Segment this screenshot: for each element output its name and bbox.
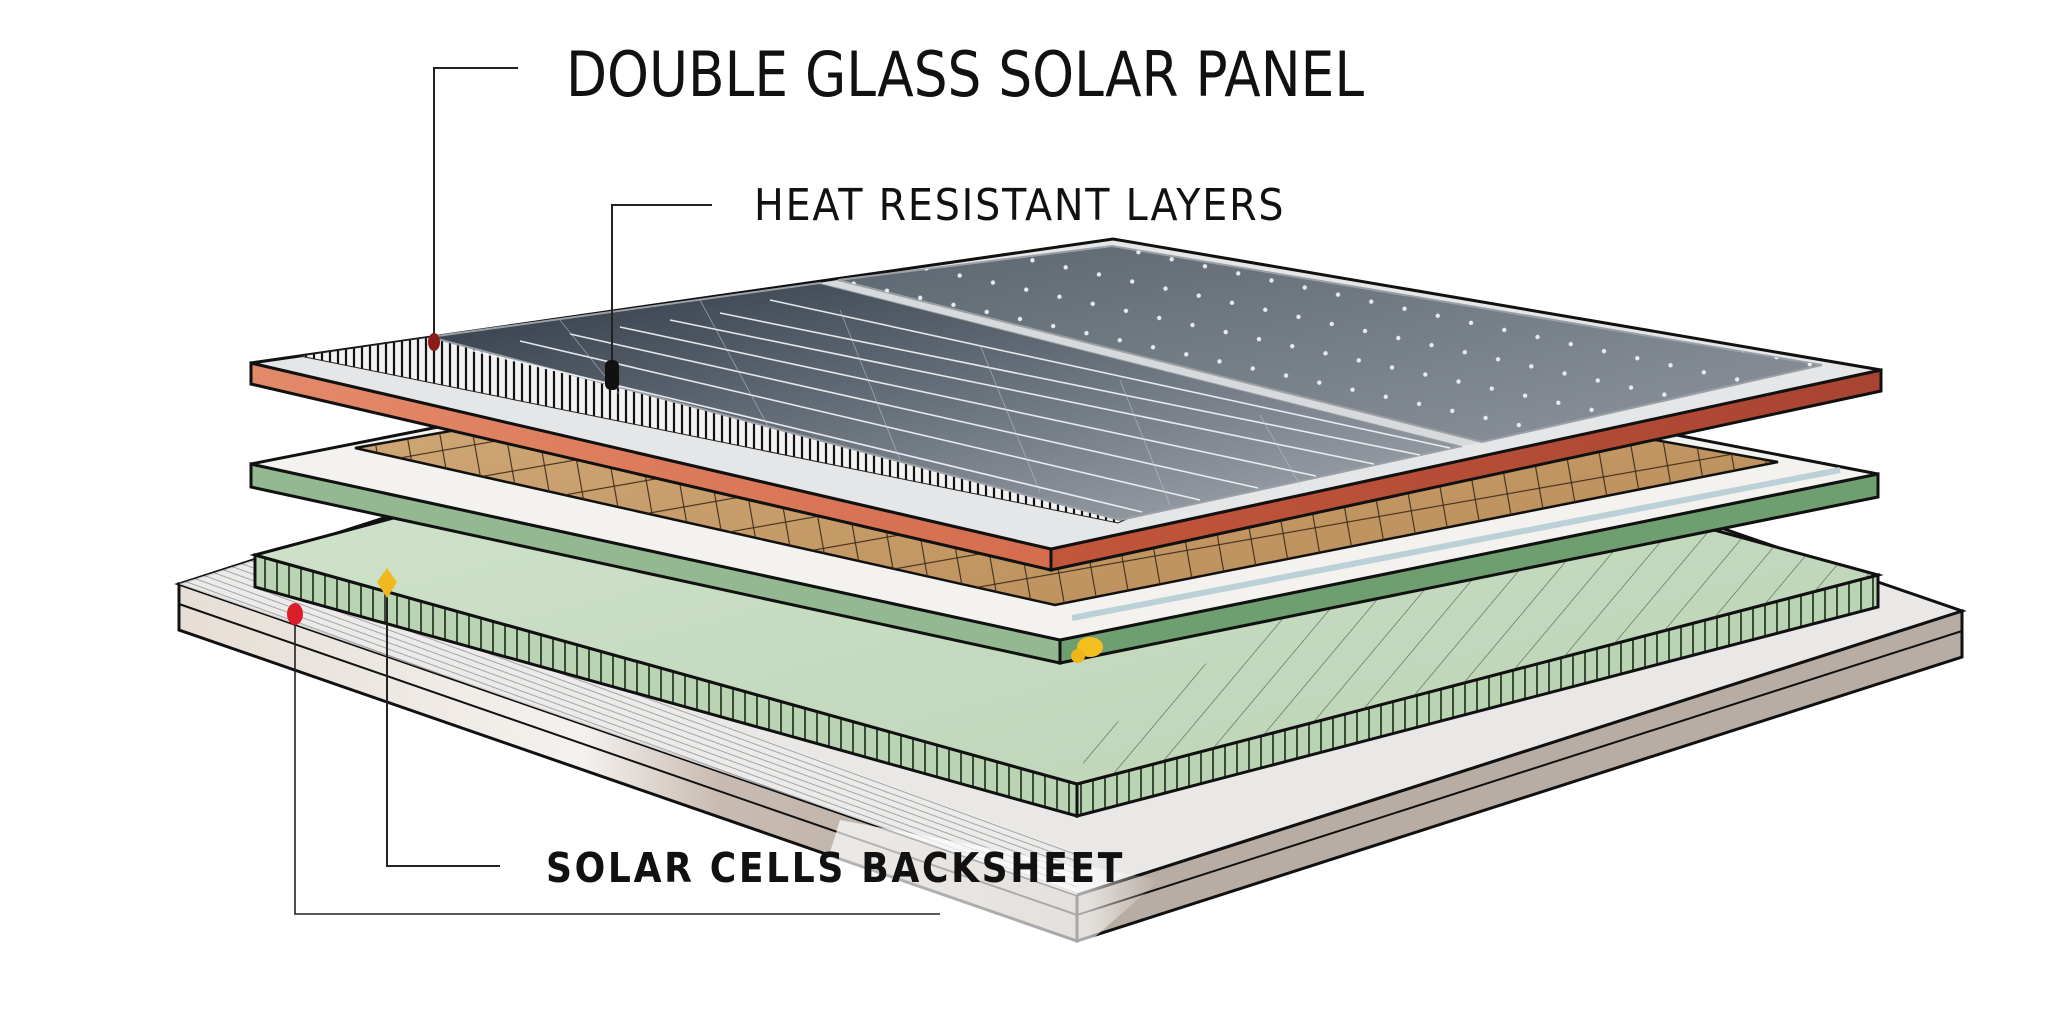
corner-marker-icon <box>1071 637 1103 663</box>
panel-label: DOUBLE GLASS SOLAR PANEL <box>566 38 1365 111</box>
backsheet-leader-line <box>294 614 940 915</box>
markers <box>287 333 1103 663</box>
top-glass-panel <box>249 237 1883 572</box>
heat-leader-line <box>611 204 712 379</box>
panel-marker-icon <box>428 333 440 351</box>
heat-resistant-label: HEAT RESISTANT LAYERS <box>754 180 1286 231</box>
panel-leader-line <box>433 67 518 342</box>
heat-marker-icon <box>605 360 619 390</box>
cells-leader-line <box>386 581 500 867</box>
solar-cells-backsheet-label: SOLAR CELLS BACKSHEET <box>546 844 1125 892</box>
leader-lines <box>294 67 940 915</box>
cells-marker-icon <box>377 568 397 598</box>
backsheet-marker-icon <box>287 603 303 625</box>
